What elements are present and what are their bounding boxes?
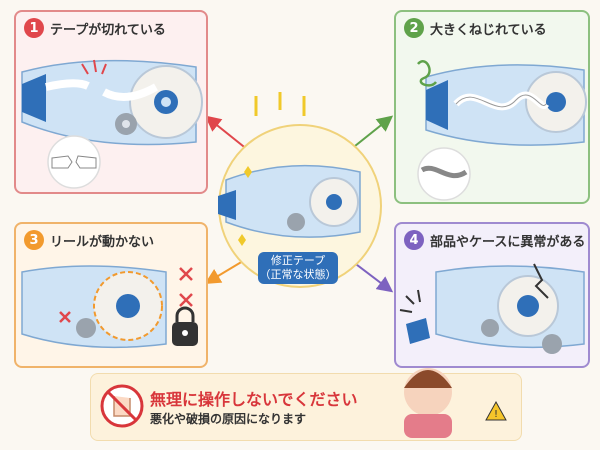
twisted-tape-illustration [417, 60, 587, 201]
x-mark-icon [59, 311, 71, 323]
panel-tape-broken: 1 テープが切れている [14, 10, 208, 194]
center-label-line2: （正常な状態） [259, 268, 337, 281]
broken-tape-illustration [21, 59, 203, 189]
panel-header: 2 大きくねじれている [404, 18, 547, 38]
svg-text:!: ! [494, 409, 498, 420]
panel-part-damaged: 4 部品やケースに異常がある [394, 222, 590, 368]
crack-icon [533, 263, 549, 299]
panel-number-badge: 2 [404, 18, 424, 38]
panel-header: 1 テープが切れている [24, 18, 166, 38]
panel-title: 部品やケースに異常がある [430, 234, 586, 250]
panel-title: テープが切れている [50, 22, 166, 38]
warning-title: 無理に操作しないでください [150, 390, 358, 409]
center-label: 修正テープ （正常な状態） [258, 252, 338, 284]
panel-title: リールが動かない [50, 234, 155, 250]
panel-header: 3 リールが動かない [24, 230, 154, 250]
stuck-reel-illustration [21, 265, 198, 349]
x-mark-icon [179, 267, 193, 281]
center-label-line1: 修正テープ [270, 254, 326, 267]
panel-reel-stuck: 3 リールが動かない [14, 222, 208, 368]
damaged-part-illustration [399, 263, 585, 354]
x-mark-icon [179, 293, 193, 307]
panel-header: 4 部品やケースに異常がある [404, 230, 585, 250]
warning-triangle-icon [485, 400, 507, 421]
panel-number-badge: 3 [24, 230, 44, 250]
panel-title: 大きくねじれている [430, 22, 547, 38]
panel-tape-twisted: 2 大きくねじれている [394, 10, 590, 204]
panel-number-badge: 1 [24, 18, 44, 38]
broken-tip-icon [406, 318, 430, 344]
warning-subtitle: 悪化や破損の原因になります [150, 412, 307, 426]
panel-number-badge: 4 [404, 230, 424, 250]
